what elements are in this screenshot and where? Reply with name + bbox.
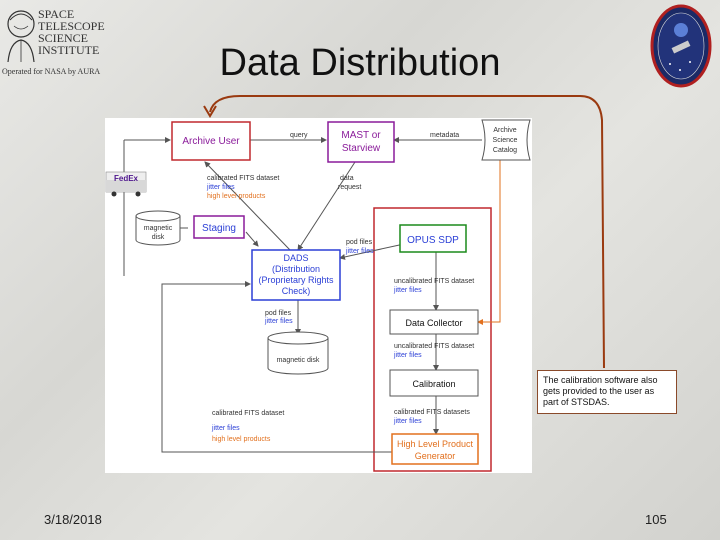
disk-label: magnetic disk — [277, 357, 320, 364]
hlp-label-small-1: high level products — [207, 193, 266, 200]
archive-catalog-shape[interactable] — [481, 119, 531, 161]
hlp-label-1: High Level Product — [397, 439, 474, 449]
staging-box[interactable] — [193, 215, 245, 239]
magnetic-disk-small-icon: magnetic disk — [135, 210, 181, 246]
mast-box[interactable] — [327, 121, 395, 163]
opus-pipeline-frame — [373, 207, 492, 472]
hlp-return-arrow — [161, 281, 392, 453]
calibration-note: The calibration software also gets provi… — [537, 370, 677, 414]
dads-label-1: DADS — [283, 253, 308, 263]
jitter-label-5: jitter files — [393, 352, 422, 359]
data-collector-box[interactable] — [389, 309, 479, 335]
dads-to-user-arrow — [204, 161, 291, 251]
uncal-label-1: uncalibrated FITS dataset — [394, 278, 474, 285]
slide-date: 3/18/2018 — [44, 512, 102, 527]
catalog-label-2: Science — [493, 137, 518, 144]
cal-fits-label-3: calibrated FITS dataset — [212, 410, 284, 417]
stsci-logo: SPACE TELESCOPE SCIENCE INSTITUTE Operat… — [0, 0, 120, 85]
fedex-truck-icon: FedEx — [105, 171, 147, 197]
uncal-label-2: uncalibrated FITS dataset — [394, 343, 474, 350]
calibration-box[interactable] — [389, 369, 479, 397]
data-collector-label: Data Collector — [405, 318, 462, 328]
slide-number: 105 — [645, 512, 667, 527]
disk-small-label-1: magnetic — [144, 225, 173, 232]
pod-label-2: pod files — [265, 310, 292, 317]
stsci-face-icon — [7, 10, 35, 63]
metadata-label: metadata — [430, 132, 459, 139]
fedex-label: FedEx — [114, 174, 139, 183]
opus-to-dads-arrow — [339, 243, 405, 260]
operated-by: Operated for NASA by AURA — [2, 67, 101, 76]
archive-user-label: Archive User — [182, 136, 240, 147]
data-label: data — [340, 175, 354, 182]
query-label: query — [290, 132, 308, 139]
cal-fits-label-2: calibrated FITS datasets — [394, 409, 470, 416]
archive-user-box[interactable] — [171, 121, 251, 161]
mast-label-2: Starview — [342, 143, 381, 154]
slide-title: Data Distribution — [219, 42, 501, 84]
jitter-label-2: jitter files — [345, 248, 374, 255]
catalog-label-1: Archive — [493, 127, 516, 134]
request-label: request — [338, 184, 361, 191]
mast-label-1: MAST or — [341, 130, 381, 141]
dads-box[interactable] — [251, 249, 341, 301]
opus-sdp-label: OPUS SDP — [407, 235, 459, 246]
pod-label-1: pod files — [346, 239, 373, 246]
hlp-label-2: Generator — [415, 451, 456, 461]
stsci-wordmark: SPACE TELESCOPE SCIENCE INSTITUTE — [38, 7, 105, 57]
hlp-generator-box[interactable] — [391, 433, 479, 465]
jitter-label-1: jitter files — [206, 184, 235, 191]
staging-label: Staging — [202, 223, 236, 234]
dads-label-2: (Distribution — [272, 264, 320, 274]
dads-label-3: (Proprietary Rights — [258, 275, 334, 285]
jitter-label-4: jitter files — [264, 318, 293, 325]
jitter-label-3: jitter files — [393, 287, 422, 294]
calibration-label: Calibration — [412, 379, 455, 389]
data-distribution-diagram: Archive User MAST or Starview Archive Sc… — [105, 118, 532, 473]
catalog-label-3: Catalog — [493, 147, 517, 154]
hlp-label-small-2: high level products — [212, 436, 271, 443]
staging-link — [245, 231, 259, 247]
jitter-label-7: jitter files — [211, 425, 240, 432]
cal-fits-label-1: calibrated FITS dataset — [207, 175, 279, 182]
jitter-label-6: jitter files — [393, 418, 422, 425]
magnetic-disk-icon: magnetic disk — [267, 331, 329, 375]
disk-small-label-2: disk — [152, 234, 165, 241]
opus-sdp-box[interactable] — [399, 224, 467, 253]
request-arrow — [297, 161, 356, 251]
catalog-feed-line — [477, 160, 501, 325]
mission-patch-logo — [650, 4, 712, 88]
dads-label-4: Check) — [282, 286, 311, 296]
